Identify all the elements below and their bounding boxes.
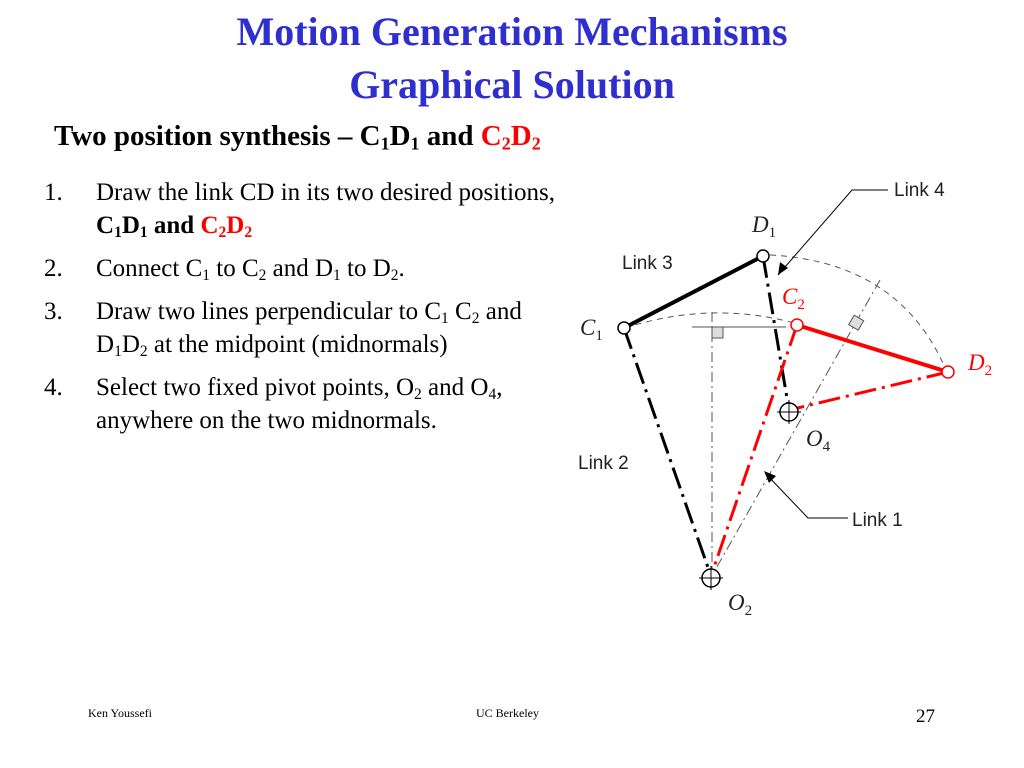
- midnormal-d: [713, 279, 881, 573]
- right-angle-mark-d: [847, 314, 865, 331]
- steps-list: 1. Draw the link CD in its two desired p…: [44, 176, 564, 447]
- step-number: 4.: [44, 374, 63, 401]
- page-number: 27: [916, 706, 935, 727]
- heading-d1: D1: [389, 120, 420, 154]
- label-link1: Link 1: [852, 510, 903, 531]
- link2-position1: [622, 327, 713, 577]
- link4-arrowhead: [778, 262, 788, 275]
- label-d2: D2: [967, 350, 992, 379]
- step-number: 3.: [44, 298, 63, 325]
- label-link2: Link 2: [578, 453, 629, 474]
- heading-c2: C2: [480, 120, 511, 154]
- slide-subtitle-title: Graphical Solution: [349, 62, 675, 107]
- step-text: Connect C1 to C2 and D1 to D2.: [96, 255, 405, 284]
- step-3: 3. Draw two lines perpendicular to C1 C2…: [44, 295, 564, 361]
- heading-c1: C1: [359, 120, 390, 154]
- link4-leader: [777, 189, 888, 276]
- right-angle-mark-c: [711, 326, 724, 339]
- step1-and: and: [147, 212, 201, 239]
- label-c2: C2: [782, 284, 805, 313]
- pivot-o2: [699, 566, 723, 590]
- pivot-o4: [777, 400, 801, 424]
- d1-d2-arc: [769, 254, 947, 371]
- step-2: 2. Connect C1 to C2 and D1 to D2.: [44, 252, 564, 285]
- step1-d2: D2: [226, 212, 253, 241]
- heading-prefix: Two position synthesis –: [54, 120, 360, 152]
- step-text: Draw two lines perpendicular to C1 C2 an…: [96, 298, 522, 360]
- link2-position2: [709, 324, 799, 577]
- joint-d2: [941, 365, 955, 379]
- step-4: 4. Select two fixed pivot points, O2 and…: [44, 371, 564, 437]
- label-o2: O2: [728, 590, 752, 619]
- four-bar-linkage-diagram: Link 4 Link 3 Link 2 Link 1 C1 D1 C2 D2 …: [578, 180, 992, 619]
- heading-d2: D2: [510, 120, 541, 154]
- heading-and: and: [419, 120, 481, 152]
- joint-d1: [756, 249, 770, 263]
- label-link3: Link 3: [622, 253, 673, 274]
- step-text: Draw the link CD in its two desired posi…: [96, 179, 555, 241]
- footer-institution: UC Berkeley: [476, 706, 539, 720]
- joint-c2: [790, 318, 804, 332]
- step-number: 2.: [44, 255, 63, 282]
- step1-c1: C1: [96, 212, 122, 241]
- link3-position2: [796, 323, 949, 374]
- section-heading: Two position synthesis – C1D1 and C2D2: [54, 120, 541, 153]
- label-link4: Link 4: [894, 180, 945, 201]
- step1-c2: C2: [200, 212, 227, 241]
- step-1: 1. Draw the link CD in its two desired p…: [44, 176, 564, 242]
- link3-position1: [623, 254, 764, 330]
- footer-author: Ken Youssefi: [88, 706, 153, 720]
- label-d1: D1: [751, 212, 776, 241]
- link4-position1: [761, 255, 791, 411]
- link1-leader: [765, 473, 848, 519]
- joint-c1: [617, 321, 631, 335]
- label-o4: O4: [806, 426, 831, 455]
- label-c1: C1: [580, 315, 603, 344]
- step1-d1: D1: [121, 212, 148, 241]
- link1-arrowhead: [764, 471, 776, 483]
- link4-position2: [788, 370, 949, 412]
- step-number: 1.: [44, 179, 63, 206]
- slide-title: Motion Generation Mechanisms: [236, 9, 788, 54]
- step-text: Select two fixed pivot points, O2 and O4…: [96, 374, 503, 434]
